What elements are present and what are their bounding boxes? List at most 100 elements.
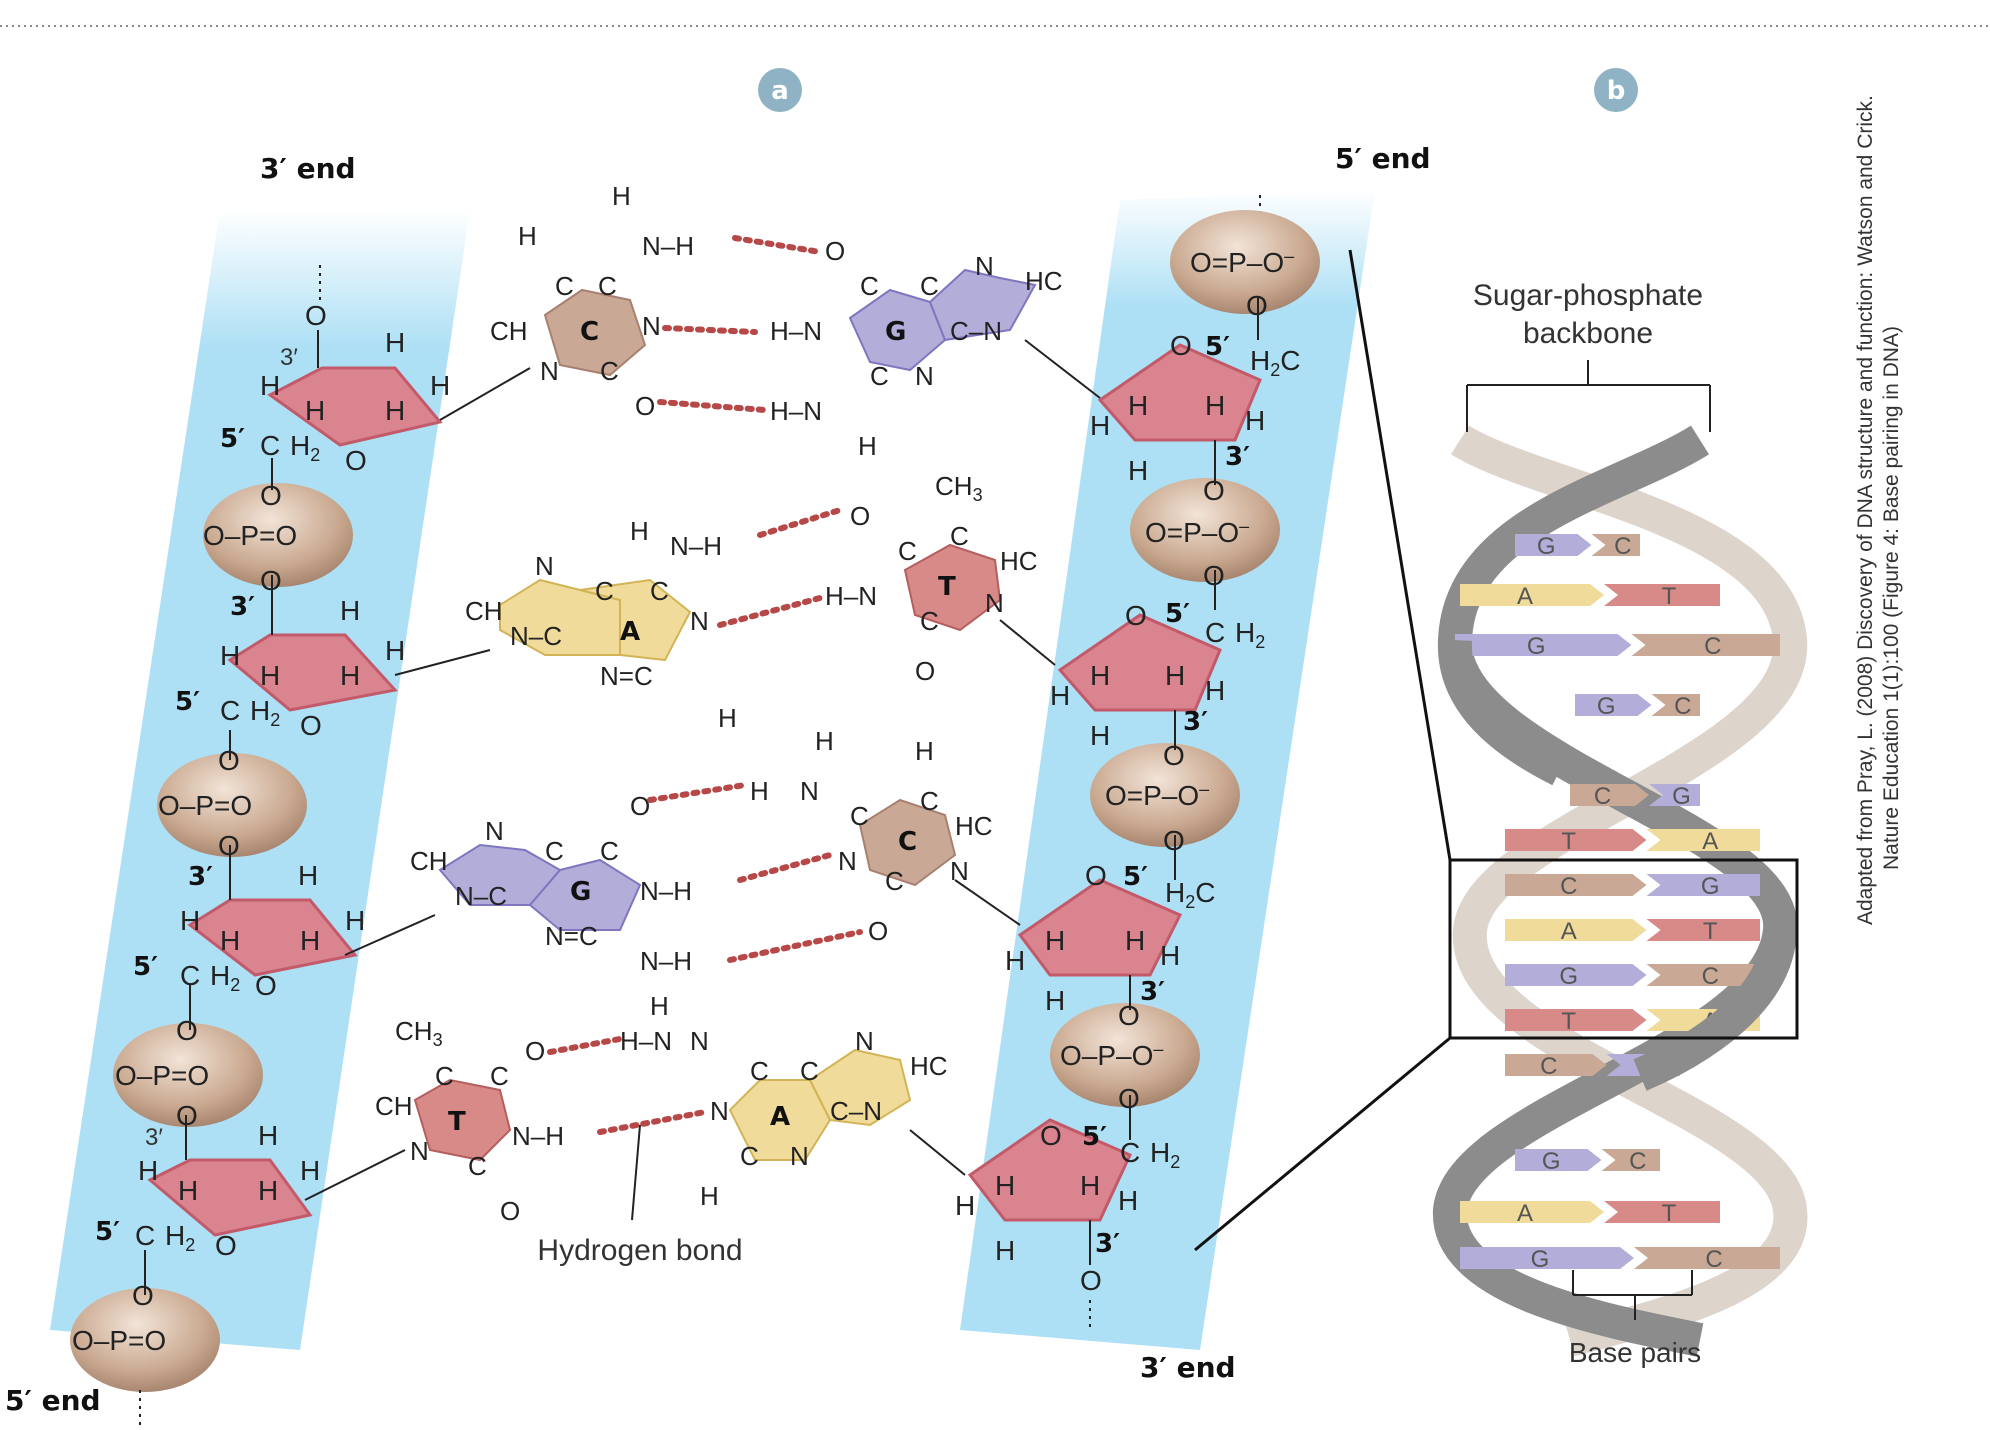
svg-text:CH3: CH3 bbox=[935, 471, 983, 505]
svg-text:5′: 5′ bbox=[175, 687, 200, 717]
svg-text:H: H bbox=[750, 776, 769, 806]
svg-text:H: H bbox=[180, 905, 200, 936]
svg-text:N–H: N–H bbox=[640, 876, 692, 906]
svg-text:HC: HC bbox=[955, 811, 993, 841]
svg-text:H: H bbox=[1128, 455, 1148, 486]
svg-text:H: H bbox=[1128, 390, 1148, 421]
helix-base-C bbox=[1570, 784, 1649, 806]
helix-backbone-strand bbox=[1451, 425, 1808, 1357]
svg-text:O: O bbox=[1246, 290, 1268, 321]
credit: Adapted from Pray, L. (2008) Discovery o… bbox=[1854, 95, 1903, 925]
svg-text:H: H bbox=[915, 736, 934, 766]
svg-text:O–P=O: O–P=O bbox=[158, 790, 252, 821]
svg-text:H: H bbox=[995, 1235, 1015, 1266]
svg-text:H: H bbox=[612, 181, 631, 211]
svg-text:H: H bbox=[1205, 675, 1225, 706]
svg-text:H: H bbox=[858, 431, 877, 461]
left-3prime-end-label: 3′ end bbox=[260, 152, 356, 185]
helix-base-G bbox=[1515, 534, 1592, 556]
right-phosphate bbox=[1050, 1003, 1200, 1107]
svg-text:3′: 3′ bbox=[1183, 707, 1208, 737]
svg-text:H: H bbox=[1118, 1185, 1138, 1216]
svg-text:3′: 3′ bbox=[1095, 1229, 1120, 1259]
svg-text:H: H bbox=[1045, 925, 1065, 956]
svg-text:N: N bbox=[790, 1141, 809, 1171]
svg-text:C: C bbox=[650, 576, 669, 606]
svg-text:H: H bbox=[1045, 985, 1065, 1016]
svg-text:N–H: N–H bbox=[642, 231, 694, 261]
svg-text:H: H bbox=[815, 726, 834, 756]
helix-base-C bbox=[1634, 1247, 1780, 1269]
svg-text:O: O bbox=[260, 565, 282, 596]
svg-text:C: C bbox=[600, 836, 619, 866]
helix-base-label: G bbox=[1701, 873, 1720, 900]
base-T bbox=[903, 543, 1002, 632]
helix-base-A bbox=[1460, 1201, 1604, 1223]
svg-text:H: H bbox=[1160, 940, 1180, 971]
svg-text:O: O bbox=[1125, 600, 1147, 631]
svg-text:H: H bbox=[955, 1190, 975, 1221]
svg-text:H–N: H–N bbox=[770, 316, 822, 346]
svg-text:C: C bbox=[490, 1061, 509, 1091]
helix-base-label: G bbox=[1597, 693, 1616, 720]
helix-base-label: G bbox=[1537, 533, 1556, 560]
panel-b-label: b bbox=[1594, 68, 1638, 112]
svg-text:O=P–O–: O=P–O– bbox=[1105, 779, 1209, 811]
credit-line-1: Adapted from Pray, L. (2008) Discovery o… bbox=[1854, 95, 1877, 925]
svg-text:H: H bbox=[650, 991, 669, 1021]
svg-text:O: O bbox=[255, 970, 277, 1001]
svg-text:C: C bbox=[545, 836, 564, 866]
svg-text:C: C bbox=[920, 606, 939, 636]
svg-text:H: H bbox=[178, 1175, 198, 1206]
helix-base-label: A bbox=[1517, 1200, 1533, 1227]
base-T-label: T bbox=[938, 572, 956, 602]
helix-base-label: A bbox=[1702, 828, 1718, 855]
helix-base-label: G bbox=[1672, 783, 1691, 810]
svg-text:H: H bbox=[340, 595, 360, 626]
svg-text:HC: HC bbox=[1025, 266, 1063, 296]
svg-text:C: C bbox=[885, 866, 904, 896]
svg-text:5′: 5′ bbox=[1165, 599, 1190, 629]
svg-text:5′: 5′ bbox=[133, 952, 158, 982]
svg-text:N: N bbox=[410, 1136, 429, 1166]
helix-base-label: C bbox=[1560, 873, 1577, 900]
helix-base-C bbox=[1646, 964, 1760, 986]
svg-text:3′: 3′ bbox=[145, 1124, 163, 1151]
svg-text:O: O bbox=[300, 710, 322, 741]
helix-base-label: T bbox=[1703, 918, 1718, 945]
panel-a-label: a bbox=[758, 68, 802, 112]
svg-text:O: O bbox=[1085, 860, 1107, 891]
base-G-label: G bbox=[570, 877, 591, 907]
svg-text:C: C bbox=[740, 1141, 759, 1171]
svg-text:O: O bbox=[345, 445, 367, 476]
svg-text:O: O bbox=[500, 1196, 520, 1226]
svg-text:O: O bbox=[305, 300, 327, 331]
svg-text:O: O bbox=[176, 1100, 198, 1131]
helix-base-C bbox=[1631, 634, 1780, 656]
svg-text:H–N: H–N bbox=[620, 1026, 672, 1056]
helix-base-label: C bbox=[1674, 693, 1691, 720]
helix-base-label: C bbox=[1702, 963, 1719, 990]
sugar-phosphate-label: Sugar-phosphate bbox=[1473, 279, 1703, 312]
svg-text:O: O bbox=[1170, 330, 1192, 361]
svg-text:C: C bbox=[850, 801, 869, 831]
helix-base-label: C bbox=[1614, 533, 1631, 560]
helix-base-G bbox=[1649, 784, 1700, 806]
svg-text:O–P–O–: O–P–O– bbox=[1060, 1039, 1163, 1071]
base-T bbox=[413, 1078, 512, 1162]
helix-base-G bbox=[1646, 874, 1760, 896]
svg-text:CH: CH bbox=[375, 1091, 413, 1121]
svg-text:O: O bbox=[260, 480, 282, 511]
svg-text:H: H bbox=[220, 925, 240, 956]
helix-base-label: G bbox=[1542, 1148, 1561, 1175]
helix-base-C bbox=[1591, 534, 1640, 556]
svg-text:H: H bbox=[1090, 660, 1110, 691]
helix-base-label: G bbox=[1527, 633, 1546, 660]
svg-text:C: C bbox=[950, 521, 969, 551]
helix-base-label: T bbox=[1561, 1008, 1576, 1035]
svg-text:H: H bbox=[298, 860, 318, 891]
svg-text:C: C bbox=[870, 361, 889, 391]
